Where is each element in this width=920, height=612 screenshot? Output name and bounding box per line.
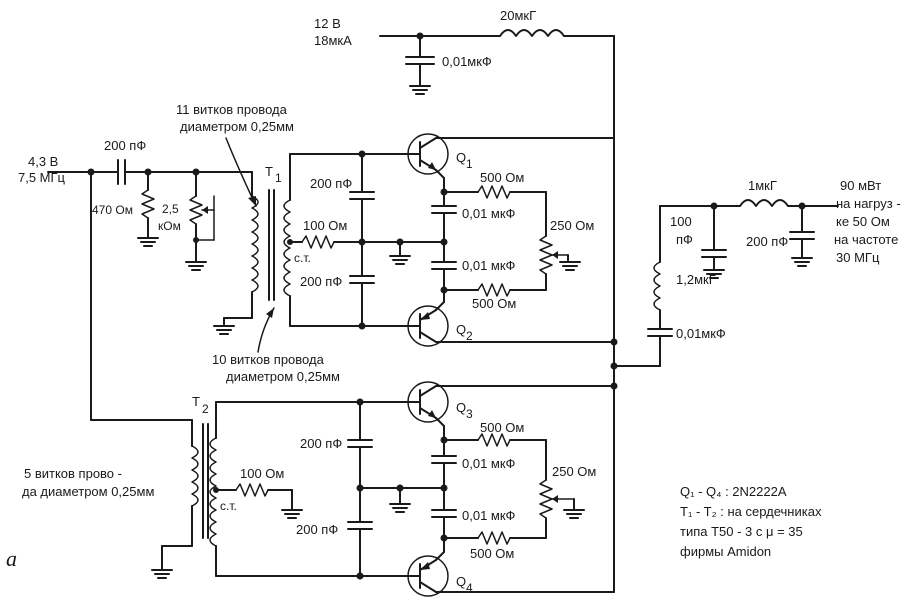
supply-choke-label: 20мкГ [500, 8, 536, 23]
q3-pot-label: 250 Ом [552, 464, 596, 479]
t2-label-sub: 2 [202, 402, 209, 416]
input-cap-label: 200 пФ [104, 138, 146, 153]
q3-res-top-label: 500 Ом [480, 420, 524, 435]
t2-cap-top-label: 200 пФ [300, 436, 342, 451]
t1-cap-bot-label: 200 пФ [300, 274, 342, 289]
t1-label-sub: 1 [275, 171, 282, 185]
out-cap-200-label: 200 пФ [746, 234, 788, 249]
out-cap-100-unit: пФ [676, 232, 693, 247]
output-note-1: 90 мВт [840, 178, 881, 193]
q3-label-sub: 3 [466, 407, 473, 421]
q3-res-bot-label: 500 Ом [470, 546, 514, 561]
out-coupling-cap-label: 0,01мкФ [676, 326, 726, 341]
out-inductor-label: 1мкГ [748, 178, 777, 193]
q3-label: Q [456, 400, 466, 415]
figure-letter: a [6, 546, 17, 571]
q1-res-top-label: 500 Ом [480, 170, 524, 185]
input-pot-label-a: 2,5 [162, 202, 179, 216]
q3-cap-top-label: 0,01 мкФ [462, 456, 516, 471]
t1-resistor-label: 100 Ом [303, 218, 347, 233]
out-cap-100-label: 100 [670, 214, 692, 229]
t2-primary-note-1: 5 витков прово - [24, 466, 122, 481]
q1-pot-label: 250 Ом [550, 218, 594, 233]
q1-res-bot-label: 500 Ом [472, 296, 516, 311]
input-frequency: 7,5 МГц [18, 170, 66, 185]
notes-line-3: типа Т50 - 3 с μ = 35 [680, 524, 803, 539]
t1-secondary-note-1: 10 витков провода [212, 352, 325, 367]
q1-cap-bot-label: 0,01 мкФ [462, 258, 516, 273]
supply-voltage: 12 В [314, 16, 341, 31]
q1-label: Q [456, 150, 466, 165]
t1-centertap: с.т. [294, 251, 311, 265]
notes-line-4: фирмы Amidon [680, 544, 771, 559]
input-voltage: 4,3 В [28, 154, 58, 169]
transformer-t2 [90, 398, 445, 580]
t2-label: T [192, 394, 200, 409]
supply-section [379, 29, 615, 139]
out-inductor-12-label: 1,2мкГ [676, 272, 716, 287]
stage-q3-q4 [407, 381, 615, 597]
t1-label: T [265, 164, 273, 179]
notes-line-1: Q₁ - Q₄ : 2N2222A [680, 484, 787, 499]
t1-primary-note-2: диаметром 0,25мм [180, 119, 294, 134]
t1-primary-note-1: 11 витков провода [176, 102, 288, 117]
stage-q1-q2 [407, 133, 615, 347]
input-resistor-label: 470 Ом [92, 203, 133, 217]
t2-primary-note-2: да диаметром 0,25мм [22, 484, 154, 499]
q1-cap-top-label: 0,01 мкФ [462, 206, 516, 221]
notes-line-2: T₁ - T₂ : на сердечниках [680, 504, 822, 519]
q4-label-sub: 4 [466, 581, 473, 595]
output-note-2: на нагруз - [836, 196, 901, 211]
output-note-3: ке 50 Ом [836, 214, 890, 229]
q1-label-sub: 1 [466, 157, 473, 171]
q3-cap-bot-label: 0,01 мкФ [462, 508, 516, 523]
transformer-t1 [268, 150, 445, 330]
output-note-4: на частоте [834, 232, 898, 247]
t1-cap-top-label: 200 пФ [310, 176, 352, 191]
q2-label: Q [456, 322, 466, 337]
q2-label-sub: 2 [466, 329, 473, 343]
q4-label: Q [456, 574, 466, 589]
output-section [610, 137, 839, 593]
t2-centertap: с.т. [220, 499, 237, 513]
t1-secondary-note-2: диаметром 0,25мм [226, 369, 340, 384]
supply-current: 18мкА [314, 33, 352, 48]
supply-cap-label: 0,01мкФ [442, 54, 492, 69]
t2-cap-bot-label: 200 пФ [296, 522, 338, 537]
input-section [47, 159, 259, 421]
output-note-5: 30 МГц [836, 250, 880, 265]
t2-resistor-label: 100 Ом [240, 466, 284, 481]
input-pot-label-b: кОм [158, 219, 181, 233]
